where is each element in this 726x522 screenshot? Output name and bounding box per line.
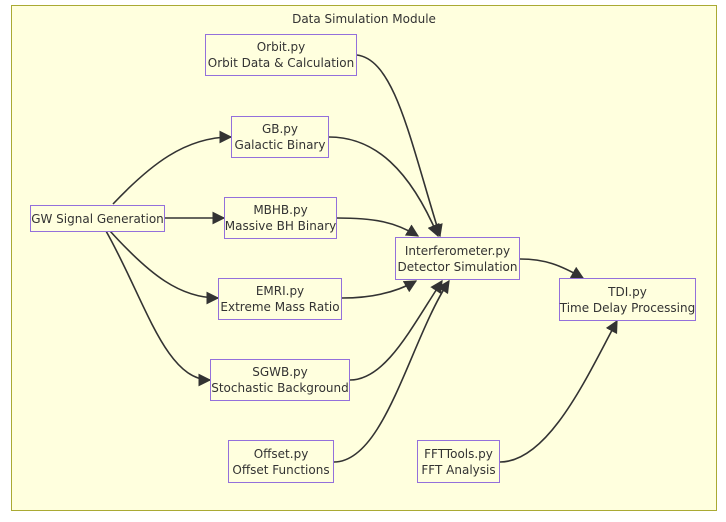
node-offset-title: Offset.py — [253, 446, 309, 461]
node-sgwb-subtitle: Stochastic Background — [211, 381, 349, 395]
node-interferometer-subtitle: Detector Simulation — [397, 259, 518, 274]
node-interferometer-title: Interferometer.py — [404, 243, 511, 258]
edge-ffttools-tdi — [499, 319, 618, 463]
node-ffttools-title: FFTTools.py — [424, 446, 493, 461]
node-orbit: Orbit.py Orbit Data & Calculation — [205, 34, 357, 76]
node-mbhb-subtitle: Massive BH Binary — [224, 219, 337, 233]
edge-gb-interferometer — [328, 136, 440, 238]
node-tdi: TDI.py Time Delay Processing — [559, 278, 696, 321]
edge-sgwb-interferometer — [349, 279, 443, 381]
edge-mbhb-interferometer — [336, 217, 420, 237]
edge-gw-sgwb — [105, 230, 212, 387]
node-orbit-title: Orbit.py — [256, 40, 306, 54]
node-ffttools-subtitle: FFT Analysis — [421, 462, 496, 477]
node-mbhb: MBHB.py Massive BH Binary — [224, 197, 337, 239]
node-gb: GB.py Galactic Binary — [231, 116, 329, 158]
node-offset: Offset.py Offset Functions — [228, 440, 334, 483]
node-gb-title: GB.py — [261, 122, 299, 136]
node-gb-subtitle: Galactic Binary — [234, 138, 326, 152]
node-sgwb-title: SGWB.py — [252, 365, 308, 379]
node-emri: EMRI.py Extreme Mass Ratio — [218, 278, 342, 320]
edge-orbit-interferometer — [356, 54, 443, 238]
node-tdi-subtitle: Time Delay Processing — [559, 300, 696, 315]
node-mbhb-title: MBHB.py — [253, 203, 308, 217]
node-gw-signal-generation: GW Signal Generation — [30, 205, 165, 232]
node-emri-title: EMRI.py — [255, 284, 305, 298]
node-offset-subtitle: Offset Functions — [232, 462, 330, 477]
edge-gw-emri — [109, 230, 220, 305]
cluster-title: Data Simulation Module — [292, 12, 436, 26]
node-ffttools: FFTTools.py FFT Analysis — [417, 440, 500, 483]
node-interferometer: Interferometer.py Detector Simulation — [395, 237, 520, 280]
edge-emri-interferometer — [341, 280, 418, 299]
edge-offset-interferometer — [333, 279, 450, 463]
node-gw-title: GW Signal Generation — [31, 211, 164, 226]
node-emri-subtitle: Extreme Mass Ratio — [220, 300, 340, 314]
node-orbit-subtitle: Orbit Data & Calculation — [207, 56, 355, 70]
data-simulation-module-cluster: Data Simulation Module — [11, 5, 717, 511]
edge-interferometer-tdi — [519, 258, 585, 279]
node-sgwb: SGWB.py Stochastic Background — [210, 359, 350, 401]
node-tdi-title: TDI.py — [608, 284, 647, 299]
edge-gw-gb — [112, 130, 233, 205]
